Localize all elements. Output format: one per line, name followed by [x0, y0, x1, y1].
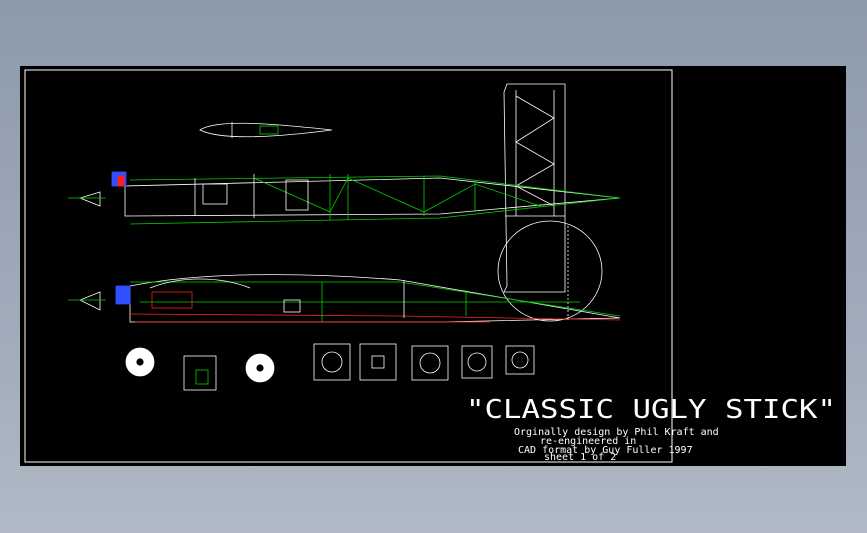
credit-line-1: Orginally design by Phil Kraft and — [514, 427, 719, 438]
fuselage-side-view — [68, 274, 621, 323]
fuselage-top-view — [68, 171, 621, 225]
drawing-title: "CLASSIC UGLY STICK" — [466, 395, 836, 425]
page-frame — [24, 69, 673, 463]
fin-rudder — [497, 220, 603, 322]
tail-elevator-plan — [503, 83, 566, 293]
canopy-side-view — [199, 122, 333, 138]
credit-line-3: CAD format by Guy Fuller 1997 — [518, 445, 693, 456]
wheels-and-parts — [125, 347, 275, 391]
credit-line-4: sheet 1 of 2 — [544, 452, 616, 463]
drawing-sheet: "CLASSIC UGLY STICK" Orginally design by… — [20, 66, 846, 466]
former-templates — [313, 343, 535, 381]
credit-line-2: re-engineered in — [540, 436, 636, 447]
